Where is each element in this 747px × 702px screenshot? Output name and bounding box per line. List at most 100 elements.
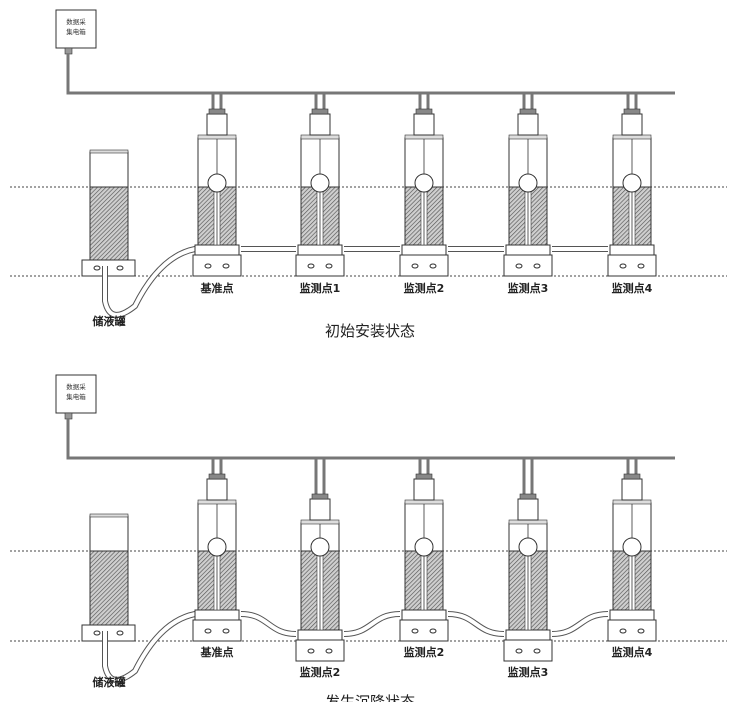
- sensor-head: [621, 113, 643, 136]
- sensor-plate: [194, 244, 240, 256]
- sensor-cable: [522, 456, 534, 495]
- bolt-hole: [515, 263, 523, 269]
- liquid-tube-inner: [103, 612, 609, 682]
- sensor-cable: [626, 91, 638, 110]
- sensor-foot: [295, 639, 345, 662]
- bolt-hole: [307, 263, 315, 269]
- bolt-hole: [222, 628, 230, 634]
- bolt-hole: [204, 263, 212, 269]
- sensor-connector: [415, 108, 433, 115]
- float-ball: [310, 173, 330, 193]
- sensor-cable: [418, 91, 430, 110]
- tank-body: [89, 515, 129, 552]
- panel-initial-installation: 初始安装状态 数据采 集电箱 储液罐 基准点 监测点1 监测点2 监测点3 监测…: [10, 9, 727, 340]
- unit-label: 监测点2: [300, 665, 341, 679]
- bolt-hole: [116, 265, 124, 271]
- sensor-head: [413, 113, 435, 136]
- sensor-foot: [192, 254, 242, 277]
- tank-lid: [89, 149, 129, 154]
- float-ball: [414, 173, 434, 193]
- sensor-head: [517, 113, 539, 136]
- tank-liquid: [89, 186, 129, 261]
- sensor-cap: [404, 499, 444, 505]
- sensor-foot: [503, 639, 553, 662]
- unit-label: 监测点4: [612, 645, 653, 659]
- sensor-head: [621, 478, 643, 501]
- panel-title: 发生沉降状态: [325, 693, 415, 702]
- bolt-hole: [619, 263, 627, 269]
- sensor-foot: [192, 619, 242, 642]
- bolt-hole: [325, 648, 333, 654]
- unit-label: 监测点3: [508, 665, 549, 679]
- panel-title: 初始安装状态: [325, 322, 415, 340]
- sensor-cap: [197, 499, 237, 505]
- sensor-connector: [415, 473, 433, 480]
- sensor-plate: [297, 244, 343, 256]
- float-ball: [414, 537, 434, 557]
- sensor-connector: [623, 473, 641, 480]
- bolt-hole: [307, 648, 315, 654]
- box-label-line2: 集电箱: [66, 392, 86, 401]
- bolt-hole: [116, 630, 124, 636]
- sensor-cap: [300, 134, 340, 140]
- sensor-cable: [211, 91, 223, 110]
- bolt-hole: [411, 263, 419, 269]
- sensor-cable: [211, 456, 223, 475]
- sensor-foot: [295, 254, 345, 277]
- signal-cable: [66, 54, 675, 95]
- float-ball: [622, 537, 642, 557]
- bolt-hole: [325, 263, 333, 269]
- sensor-connector: [623, 108, 641, 115]
- sensor-foot: [399, 254, 449, 277]
- sensor-head: [413, 478, 435, 501]
- sensor-head: [309, 498, 331, 521]
- tank-label: 储液罐: [93, 675, 126, 689]
- sensor-plate: [609, 244, 655, 256]
- sensor-cable: [314, 91, 326, 110]
- sensor-plate: [194, 609, 240, 621]
- bolt-hole: [429, 263, 437, 269]
- sensor-connector: [311, 493, 329, 500]
- unit-label: 监测点4: [612, 281, 653, 295]
- tank-label: 储液罐: [93, 314, 126, 328]
- float-ball: [207, 173, 227, 193]
- sensor-connector: [311, 108, 329, 115]
- sensor-cap: [404, 134, 444, 140]
- sensor-head: [206, 113, 228, 136]
- box-connector: [64, 412, 73, 420]
- tank-lid: [89, 513, 129, 518]
- sensor-plate: [297, 629, 343, 641]
- sensor-cap: [612, 134, 652, 140]
- sensor-connector: [519, 493, 537, 500]
- data-acquisition-box: [55, 374, 97, 414]
- sensor-cap: [612, 499, 652, 505]
- data-acquisition-box: [55, 9, 97, 49]
- float-ball: [207, 537, 227, 557]
- bolt-hole: [222, 263, 230, 269]
- sensor-cap: [508, 519, 548, 525]
- bolt-hole: [637, 628, 645, 634]
- sensor-plate: [609, 609, 655, 621]
- bolt-hole: [515, 648, 523, 654]
- unit-label: 基准点: [200, 645, 234, 659]
- unit-label: 监测点1: [300, 281, 341, 295]
- sensor-cap: [300, 519, 340, 525]
- bolt-hole: [204, 628, 212, 634]
- sensor-connector: [208, 473, 226, 480]
- bolt-hole: [93, 630, 101, 636]
- box-label-line2: 集电箱: [66, 27, 86, 36]
- sensor-plate: [505, 629, 551, 641]
- bolt-hole: [619, 628, 627, 634]
- sensor-cable: [522, 91, 534, 110]
- liquid-tube-inner: [103, 247, 608, 317]
- unit-label: 监测点2: [404, 281, 445, 295]
- tank-base: [81, 259, 136, 277]
- sensor-cable: [418, 456, 430, 475]
- float-ball: [622, 173, 642, 193]
- signal-cable: [66, 419, 675, 460]
- sensor-connector: [519, 108, 537, 115]
- sensor-foot: [607, 254, 657, 277]
- unit-label: 基准点: [200, 281, 234, 295]
- bolt-hole: [411, 628, 419, 634]
